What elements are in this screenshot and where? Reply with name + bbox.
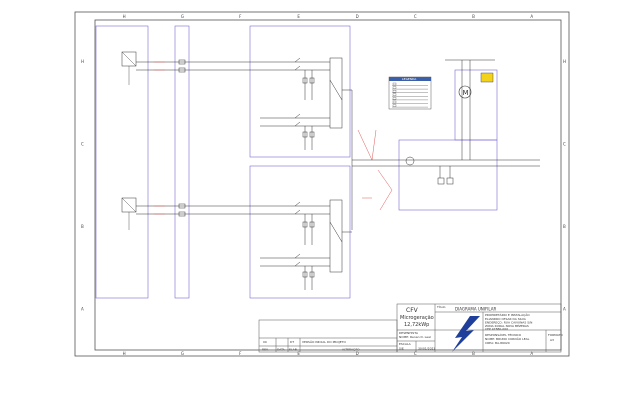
ac-panel-zone: [398, 139, 498, 211]
column-marker-top: E: [297, 14, 300, 19]
scale-label: ESCALA: [399, 342, 412, 346]
inner-frame: [94, 19, 562, 351]
rev-by: DT: [290, 340, 294, 344]
dc-wiring-bottom: [136, 205, 330, 267]
title-label: Título: [436, 305, 446, 309]
owner-label: PROPRIETÁRIO E INSTALAÇÃO: [485, 312, 530, 317]
inverter-zone-2: [249, 165, 351, 299]
owner-line-2: ENDEREÇO: RUA CAVIUNAS S/N: [485, 321, 532, 325]
column-marker-bottom: D: [356, 351, 359, 356]
row-marker-left: H: [81, 59, 84, 64]
ac-breaker: [405, 156, 454, 185]
rev-header-by: ELAB.: [289, 348, 298, 352]
inverter-components-bottom: [294, 199, 343, 290]
format-value: A3: [550, 338, 554, 342]
stringbox-zone: [174, 25, 190, 299]
column-marker-bottom: F: [239, 351, 242, 356]
pv-module-top: [121, 51, 137, 85]
rev-header-rev: REV.: [262, 348, 269, 352]
tech-label: RESPONSÁVEL TÉCNICO: [485, 332, 522, 337]
format-label: FORMATO: [548, 333, 563, 337]
column-marker-top: C: [414, 14, 417, 19]
column-marker-bottom: A: [530, 351, 533, 356]
dc-wiring-top: [136, 61, 330, 127]
microgeneration-label: Microgeração: [400, 315, 434, 321]
outer-frame: [74, 11, 570, 357]
designer-name: NOME: Renan D. Leal: [399, 335, 431, 339]
row-marker-right: A: [563, 306, 566, 311]
column-marker-top: D: [356, 14, 359, 19]
column-marker-top: G: [181, 14, 184, 19]
legend-symbol: [392, 82, 397, 86]
column-marker-bottom: B: [472, 351, 475, 356]
row-marker-left: A: [81, 306, 84, 311]
column-marker-bottom: G: [181, 351, 184, 356]
legend-symbol: [392, 100, 397, 104]
row-marker-right: H: [563, 59, 566, 64]
owner-line-4: CEP 47880-000: [485, 327, 508, 331]
motor-label: M: [463, 89, 469, 97]
motor-symbol: M: [458, 85, 472, 99]
title-value: DIAGRAMA UNIFILAR: [455, 307, 496, 312]
pv-module-bottom: [121, 197, 137, 230]
row-marker-left: C: [81, 141, 84, 146]
system-name: CFV: [406, 307, 419, 314]
inverter-components-top: [294, 57, 343, 150]
legend-symbol: [392, 93, 397, 96]
scale-value: S/E: [399, 347, 404, 351]
row-markers-left: H C B A: [81, 59, 84, 312]
inverter-zone-1: [249, 25, 351, 158]
legend-symbol: [392, 90, 397, 93]
rev-header-date: DATA: [277, 348, 286, 352]
owner-line-1: ELIANDRO CESAR DA SILVA: [485, 317, 527, 321]
designer-label: DESENHISTA: [399, 331, 419, 335]
row-markers-right: H C B A: [563, 59, 566, 312]
title-block: [258, 303, 562, 353]
rev-desc: VERSÃO INICIAL DO PROJETO: [302, 339, 346, 344]
row-marker-right: B: [563, 224, 566, 229]
legend-symbol: [392, 86, 397, 89]
system-power: 12,72kWp: [404, 322, 429, 328]
pv-array-zone: [95, 25, 149, 299]
column-marker-top: A: [530, 14, 533, 19]
column-marker-bottom: H: [123, 351, 126, 356]
rev-header-desc: ALTERAÇÃO: [342, 347, 360, 352]
tech-crea: CREA: BA-86020: [485, 341, 510, 345]
column-marker-top: F: [239, 14, 242, 19]
legend-box: LEGENDA: [388, 76, 432, 110]
meter-zone: [454, 69, 498, 141]
tech-name: NOME: BRUNO CORDÃO LEAL: [485, 336, 530, 341]
column-marker-top: H: [123, 14, 126, 19]
legend-symbol: [392, 104, 397, 107]
warning-badge: [480, 72, 494, 83]
red-annotations: [154, 61, 393, 215]
column-marker-top: B: [472, 14, 475, 19]
row-marker-left: B: [81, 224, 84, 229]
rev-number: 00: [263, 340, 267, 344]
row-marker-right: C: [563, 141, 566, 146]
column-marker-bottom: C: [414, 351, 417, 356]
ac-wiring: [342, 59, 540, 233]
legend-symbol: [392, 97, 397, 100]
company-logo: [452, 316, 480, 352]
legend-header: LEGENDA: [402, 77, 417, 81]
owner-line-3: ZONA RURAL NOVA BÉZERAS: [485, 323, 529, 328]
stringbox-fuses: [178, 59, 186, 217]
column-marker-bottom: E: [297, 351, 300, 356]
date-value: 30/01/2023: [418, 347, 435, 351]
